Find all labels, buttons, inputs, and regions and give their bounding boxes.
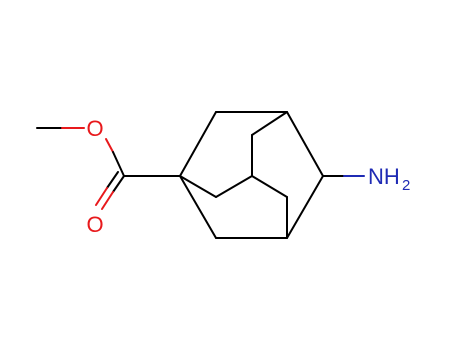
cage-bond-11 xyxy=(251,175,288,198)
cage-bond-10 xyxy=(251,111,288,136)
cage-bond-1 xyxy=(179,111,217,177)
cage-bond-3 xyxy=(286,111,324,177)
bond-carbonyl-b xyxy=(106,171,119,189)
cage-bond-4 xyxy=(286,175,324,239)
bond-carbonyl-a-o xyxy=(101,191,114,210)
bond-carbonyl-b-o xyxy=(95,187,108,206)
cage-bond-7 xyxy=(179,175,217,198)
cage-bond-8 xyxy=(215,175,253,198)
ester-oxygen-label: O xyxy=(86,116,103,141)
cage-bond-6 xyxy=(179,175,217,239)
bond-ester-oxygen xyxy=(105,138,114,153)
carbonyl-oxygen-label: O xyxy=(86,212,103,237)
bond-ester-carbon xyxy=(112,151,125,177)
amine-label: NH xyxy=(368,164,400,189)
amine-subscript-label: 2 xyxy=(402,177,410,194)
bond-carbonyl-a xyxy=(112,175,125,193)
